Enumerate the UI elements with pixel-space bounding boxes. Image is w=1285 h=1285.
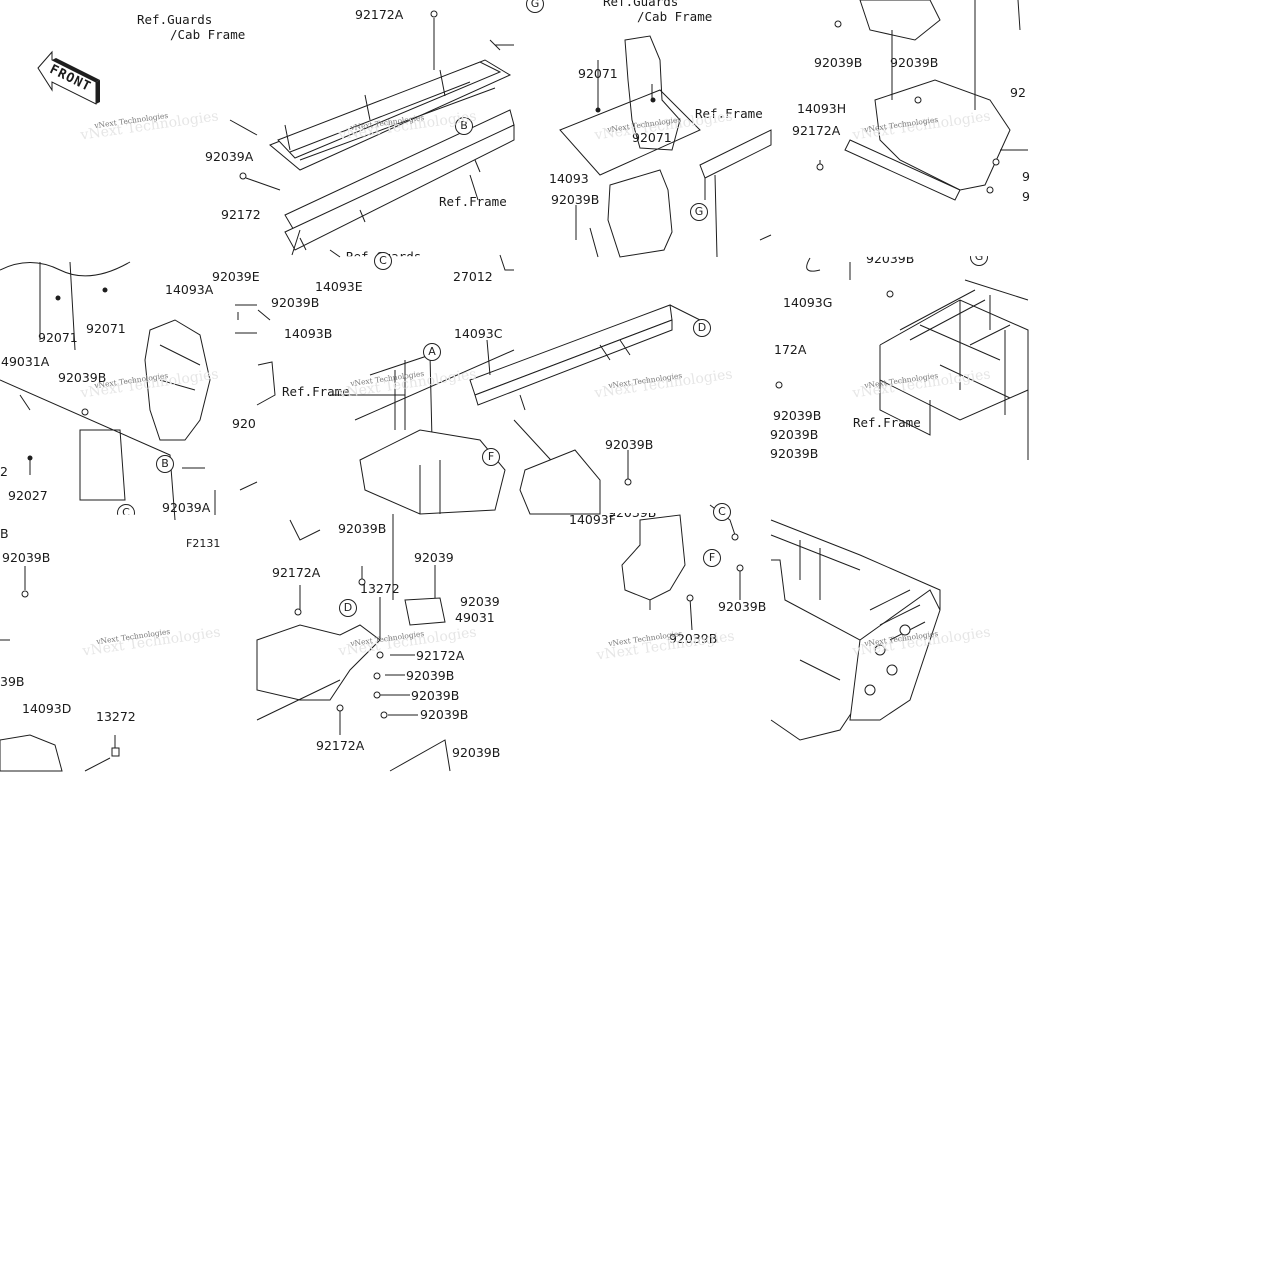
marker-B: B — [455, 117, 473, 135]
part-14093C: 14093C — [454, 326, 503, 341]
tile5-lines — [257, 309, 515, 515]
part-14093H: 14093H — [797, 101, 847, 116]
part-B-cut: B — [0, 526, 9, 541]
part-92071-a: 92071 — [578, 66, 618, 81]
part-92039-b: 92039 — [460, 594, 500, 609]
part-92071-d: 92071 — [86, 321, 126, 336]
diagram-id: F2131 — [186, 537, 221, 550]
part-172A-cut: 172A — [774, 342, 807, 357]
tile11-lines — [770, 519, 941, 741]
tile1-lines — [229, 10, 515, 271]
part-92027: 92027 — [8, 488, 48, 503]
part-92-cut: 92 — [1010, 85, 1026, 100]
marker-C-2: C — [117, 504, 135, 515]
part-2-cut: 2 — [0, 464, 8, 479]
part-92172A: 92172A — [355, 7, 404, 22]
marker-D: D — [693, 319, 711, 337]
part-92039B-t9d: 92039B — [420, 707, 469, 722]
marker-C: C — [374, 252, 392, 270]
part-92039-a: 92039 — [414, 550, 454, 565]
ref-frame-label-4: Ref.Frame — [853, 415, 921, 430]
ref-frame-label-2: Ref.Frame — [695, 106, 763, 121]
part-92071-b: 92071 — [632, 130, 672, 145]
marker-B-2: B — [156, 455, 174, 473]
part-92039B-t7c: 92039B — [770, 427, 819, 442]
part-92039B-t9b: 92039B — [406, 668, 455, 683]
part-9-cut-b: 9 — [1022, 189, 1030, 204]
ref-guards-label: Ref.Guards — [137, 12, 213, 27]
marker-C-3: C — [713, 503, 731, 521]
part-14093F: 14093F — [569, 512, 616, 527]
part-92039B-t9c: 92039B — [411, 688, 460, 703]
part-92039B-t9a: 92039B — [338, 521, 387, 536]
part-92039B-t10a: 92039B — [608, 505, 657, 520]
part-92172-cut: 92172 — [221, 207, 261, 222]
tile10-lines — [621, 504, 744, 631]
part-92039B-t3b: 92039B — [890, 55, 939, 70]
part-920-cut: 920 — [232, 416, 256, 431]
cab-frame-label: /Cab Frame — [170, 27, 246, 42]
tile3-lines — [816, 0, 1028, 201]
part-92039B-t4a: 92039B — [271, 295, 320, 310]
part-14093D: 14093D — [22, 701, 72, 716]
part-13272-t8: 13272 — [96, 709, 136, 724]
part-92039B-t2: 92039B — [551, 192, 600, 207]
part-14093G: 14093G — [783, 295, 833, 310]
part-92172A-t3: 92172A — [792, 123, 841, 138]
part-92039B-t3a: 92039B — [814, 55, 863, 70]
part-13272-t9: 13272 — [360, 581, 400, 596]
front-arrow-icon — [37, 50, 100, 105]
part-27012: 27012 — [453, 269, 493, 284]
part-14093: 14093 — [549, 171, 589, 186]
part-92039B-t4b: 92039B — [58, 370, 107, 385]
part-14093B: 14093B — [284, 326, 333, 341]
cab-frame-label-2: /Cab Frame — [637, 9, 713, 24]
tile9-lines — [256, 514, 451, 772]
part-92039B-t7d: 92039B — [770, 446, 819, 461]
part-14093E: 14093E — [315, 279, 363, 294]
part-9-cut-a: 9 — [1022, 169, 1030, 184]
ref-guards-label-2: Ref.Guards — [603, 0, 679, 9]
tile8-lines — [0, 566, 120, 772]
part-92172A-t9a: 92172A — [272, 565, 321, 580]
part-92039A: 92039A — [205, 149, 254, 164]
part-92039B-t10b: 92039B — [718, 599, 767, 614]
part-49031A: 49031A — [1, 354, 50, 369]
part-14093A: 14093A — [165, 282, 214, 297]
part-92039A-t4: 92039A — [162, 500, 211, 515]
tile7-lines — [775, 257, 1029, 460]
marker-G-2: G — [690, 203, 708, 221]
part-92039B-t7b: 92039B — [773, 408, 822, 423]
ref-frame-label-3: Ref.Frame — [282, 384, 350, 399]
marker-G: G — [526, 0, 544, 13]
part-92039B-t9e: 92039B — [452, 745, 501, 760]
part-92039E-cut: 92039E — [212, 269, 260, 284]
part-92172A-t9c: 92172A — [316, 738, 365, 753]
part-92039B-t10c: 92039B — [669, 631, 718, 646]
part-92071-c: 92071 — [38, 330, 78, 345]
part-92039B-t8: 92039B — [2, 550, 51, 565]
part-92039B-t6: 92039B — [605, 437, 654, 452]
ref-frame-label: Ref.Frame — [439, 194, 507, 209]
marker-A: A — [423, 343, 441, 361]
tile6-lines — [469, 304, 701, 515]
tile2-lines — [559, 35, 772, 258]
part-92039B-t7a: 92039B — [866, 251, 915, 266]
marker-D-2: D — [339, 599, 357, 617]
tile4-lines — [0, 261, 276, 521]
part-92172A-t9b: 92172A — [416, 648, 465, 663]
part-49031: 49031 — [455, 610, 495, 625]
marker-F-2: F — [703, 549, 721, 567]
part-39B-cut: 39B — [0, 674, 25, 689]
marker-F: F — [482, 448, 500, 466]
